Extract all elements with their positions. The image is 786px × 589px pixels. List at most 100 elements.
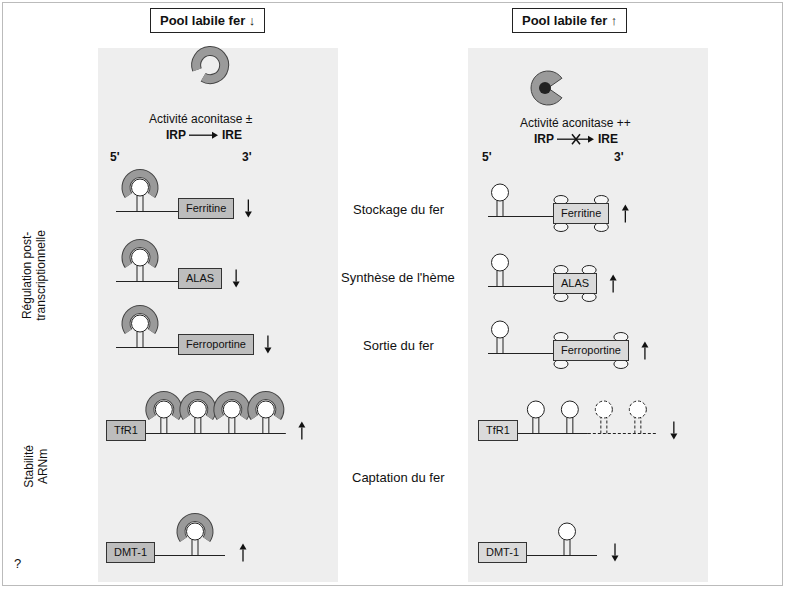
condition-box: Pool labile fer ↑ [512, 8, 627, 33]
gene-name: TfR1 [486, 424, 510, 437]
increase-arrow [644, 348, 645, 360]
gene-name: Ferritine [561, 207, 601, 220]
ire-loop [132, 315, 149, 332]
gene-box: DMT-1 [478, 542, 527, 563]
gene-box: ALAS [553, 273, 597, 294]
annotation: 5' [110, 150, 120, 164]
mrna-strand [527, 555, 597, 556]
ire-stem [160, 418, 161, 434]
ire-stem [572, 418, 573, 434]
irp-protein [126, 244, 154, 266]
irp-protein [252, 395, 280, 417]
binding-arrow-head [588, 136, 594, 143]
annotation: Sortie du fer [363, 338, 434, 354]
shaded-panel [98, 48, 338, 582]
irp-protein [218, 395, 246, 417]
ire-stem [503, 201, 504, 217]
annotation: 5' [482, 150, 492, 164]
irp-protein [126, 244, 154, 266]
irp-protein [126, 310, 154, 332]
gene-box: Ferroportine [178, 334, 254, 355]
ire-loop [527, 401, 544, 418]
decrease-arrow-head [670, 434, 677, 440]
ire-stem [228, 418, 229, 434]
annotation: Activité aconitase ++ [520, 116, 631, 130]
ire-loop [629, 401, 646, 418]
gene-name: Ferritine [186, 202, 226, 215]
ire-stem [606, 418, 607, 434]
ire-stem [137, 196, 138, 212]
increase-arrow-head [298, 422, 305, 428]
decrease-arrow [267, 336, 268, 348]
irp-protein [150, 395, 178, 417]
annotation: Captation du fer [352, 470, 445, 486]
increase-arrow [612, 281, 613, 293]
gene-name: Ferroportine [561, 344, 621, 357]
ire-loop [155, 401, 172, 418]
ire-stem [538, 418, 539, 434]
irp-protein [126, 310, 154, 332]
ire-loop [132, 249, 149, 266]
mrna-strand [488, 216, 553, 217]
ire-stem [570, 540, 571, 556]
increase-arrow [301, 428, 302, 440]
gene-box: DMT-1 [106, 542, 155, 563]
irp-protein [184, 395, 212, 417]
ire-loop [492, 321, 509, 338]
ire-stem [192, 540, 193, 556]
increase-arrow [242, 550, 243, 562]
mrna-strand [116, 281, 178, 282]
irp-protein [126, 174, 154, 196]
irp-protein [252, 395, 280, 417]
annotation: Activité aconitase ± [149, 112, 252, 126]
ire-stem [234, 418, 235, 434]
axis-label: Stabilité ARNm [22, 431, 51, 501]
ire-stem [137, 266, 138, 282]
ire-stem [497, 271, 498, 287]
ire-loop [492, 254, 509, 271]
decrease-arrow [235, 270, 236, 282]
condition-text: Pool labile fer ↓ [160, 13, 255, 28]
condition-text: Pool labile fer ↑ [522, 13, 617, 28]
condition-box: Pool labile fer ↓ [150, 8, 265, 33]
annotation: IRP [534, 132, 554, 146]
increase-arrow-head [622, 205, 629, 211]
ire-stem [497, 338, 498, 354]
gene-box: Ferritine [178, 198, 234, 219]
decrease-arrow-head [264, 348, 271, 354]
decrease-arrow [248, 200, 249, 212]
ire-stem [143, 266, 144, 282]
gene-box: Ferroportine [553, 340, 629, 361]
block-cross [572, 134, 580, 144]
gene-name: ALAS [561, 277, 589, 290]
binding-arrow [557, 139, 588, 140]
ire-stem [566, 418, 567, 434]
annotation: IRP [166, 128, 186, 142]
decrease-arrow [614, 544, 615, 556]
shaded-panel [468, 48, 708, 582]
ire-stem [137, 332, 138, 348]
ire-loop [223, 401, 240, 418]
mrna-strand [116, 211, 178, 212]
ire-loop [132, 179, 149, 196]
gene-name: Ferroportine [186, 338, 246, 351]
ire-stem [503, 271, 504, 287]
annotation: IRE [598, 132, 618, 146]
binding-arrow [189, 135, 212, 136]
ire-stem [200, 418, 201, 434]
annotation: 3' [614, 150, 624, 164]
ire-stem [143, 196, 144, 212]
ire-loop [559, 523, 576, 540]
mrna-strand [116, 347, 178, 348]
increase-arrow-head [641, 342, 648, 348]
increase-arrow [625, 211, 626, 223]
ire-stem [262, 418, 263, 434]
ire-loop [187, 523, 204, 540]
block-cross [572, 134, 580, 144]
irp-protein [218, 395, 246, 417]
ire-stem [166, 418, 167, 434]
irp-protein [184, 395, 212, 417]
ire-stem [194, 418, 195, 434]
